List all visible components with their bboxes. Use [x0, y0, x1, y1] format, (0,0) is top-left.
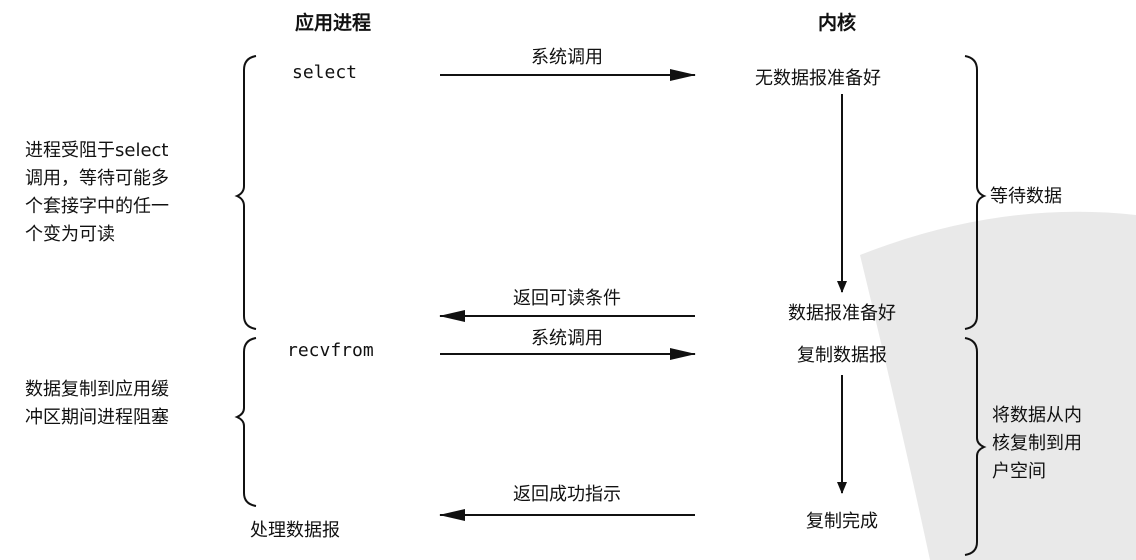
note-blocked-select-4: 个变为可读 — [25, 224, 115, 245]
header-app-process: 应用进程 — [295, 11, 371, 34]
kernel-copy-done: 复制完成 — [806, 511, 878, 532]
label-syscall-2: 系统调用 — [531, 328, 603, 349]
recvfrom-call: recvfrom — [287, 340, 374, 361]
label-return-readable: 返回可读条件 — [513, 288, 621, 309]
header-kernel: 内核 — [818, 11, 856, 34]
label-return-ok: 返回成功指示 — [513, 484, 621, 505]
note-copy-to-user-2: 核复制到用 — [992, 433, 1082, 454]
left-brace-copy — [234, 337, 257, 507]
process-datagram: 处理数据报 — [250, 520, 340, 541]
left-brace-select — [234, 55, 257, 330]
kernel-datagram-ready: 数据报准备好 — [788, 303, 896, 324]
kernel-no-datagram: 无数据报准备好 — [755, 68, 881, 89]
kernel-copy-datagram: 复制数据报 — [797, 345, 887, 366]
note-blocked-copy-2: 冲区期间进程阻塞 — [25, 407, 169, 428]
note-blocked-copy-1: 数据复制到应用缓 — [25, 379, 169, 400]
watermark — [860, 211, 1136, 560]
note-copy-to-user-1: 将数据从内 — [992, 405, 1082, 426]
note-blocked-select-3: 个套接字中的任一 — [25, 196, 169, 217]
right-brace-copy — [964, 337, 987, 556]
select-call: select — [292, 62, 357, 83]
note-copy-to-user-3: 户空间 — [992, 461, 1046, 482]
note-blocked-select-1: 进程受阻于select — [25, 140, 168, 161]
note-blocked-select-2: 调用，等待可能多 — [25, 168, 169, 189]
label-syscall-1: 系统调用 — [531, 47, 603, 68]
note-wait-data: 等待数据 — [990, 186, 1062, 207]
right-brace-wait — [964, 55, 987, 330]
